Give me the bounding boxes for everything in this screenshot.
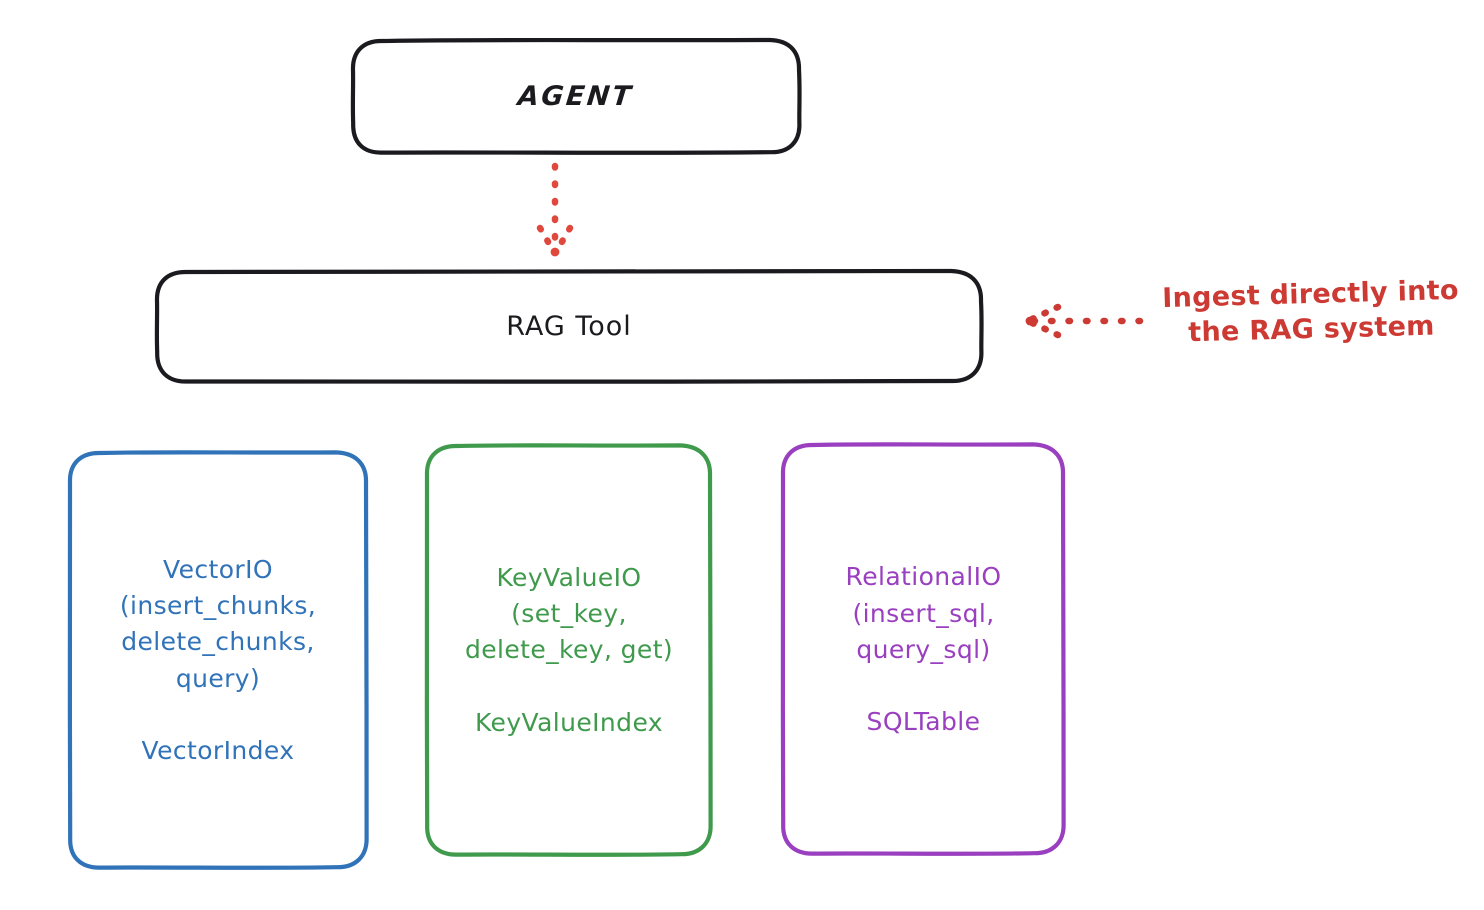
- vector-io-label: VectorIO (insert_chunks, delete_chunks, …: [119, 554, 317, 765]
- connector-agent-to-rag-tool: [536, 162, 574, 257]
- rag-tool-label: RAG Tool: [506, 310, 632, 342]
- key-value-io-label: KeyValueIO (set_key, delete_key, get) Ke…: [464, 562, 674, 737]
- key-value-io-box-outline[interactable]: [424, 443, 713, 857]
- relational-io-node[interactable]: RelationalIO (insert_sql, query_sql) SQL…: [783, 444, 1064, 856]
- ingest-annotation-text: Ingest directly into the RAG system: [1161, 274, 1460, 348]
- vector-io-node[interactable]: VectorIO (insert_chunks, delete_chunks, …: [68, 452, 368, 869]
- vector-io-box-outline[interactable]: [67, 450, 369, 870]
- key-value-io-node[interactable]: KeyValueIO (set_key, delete_key, get) Ke…: [427, 445, 711, 856]
- rag-tool-box-outline[interactable]: [154, 268, 984, 384]
- agent-node[interactable]: AGENT: [352, 40, 800, 153]
- relational-io-box-outline[interactable]: [780, 442, 1066, 856]
- connector-ingest-to-rag-tool: [1025, 303, 1144, 339]
- relational-io-label: RelationalIO (insert_sql, query_sql) SQL…: [845, 562, 1002, 737]
- agent-box-outline[interactable]: [350, 37, 802, 155]
- rag-tool-node[interactable]: RAG Tool: [156, 271, 982, 382]
- agent-label: AGENT: [516, 80, 636, 112]
